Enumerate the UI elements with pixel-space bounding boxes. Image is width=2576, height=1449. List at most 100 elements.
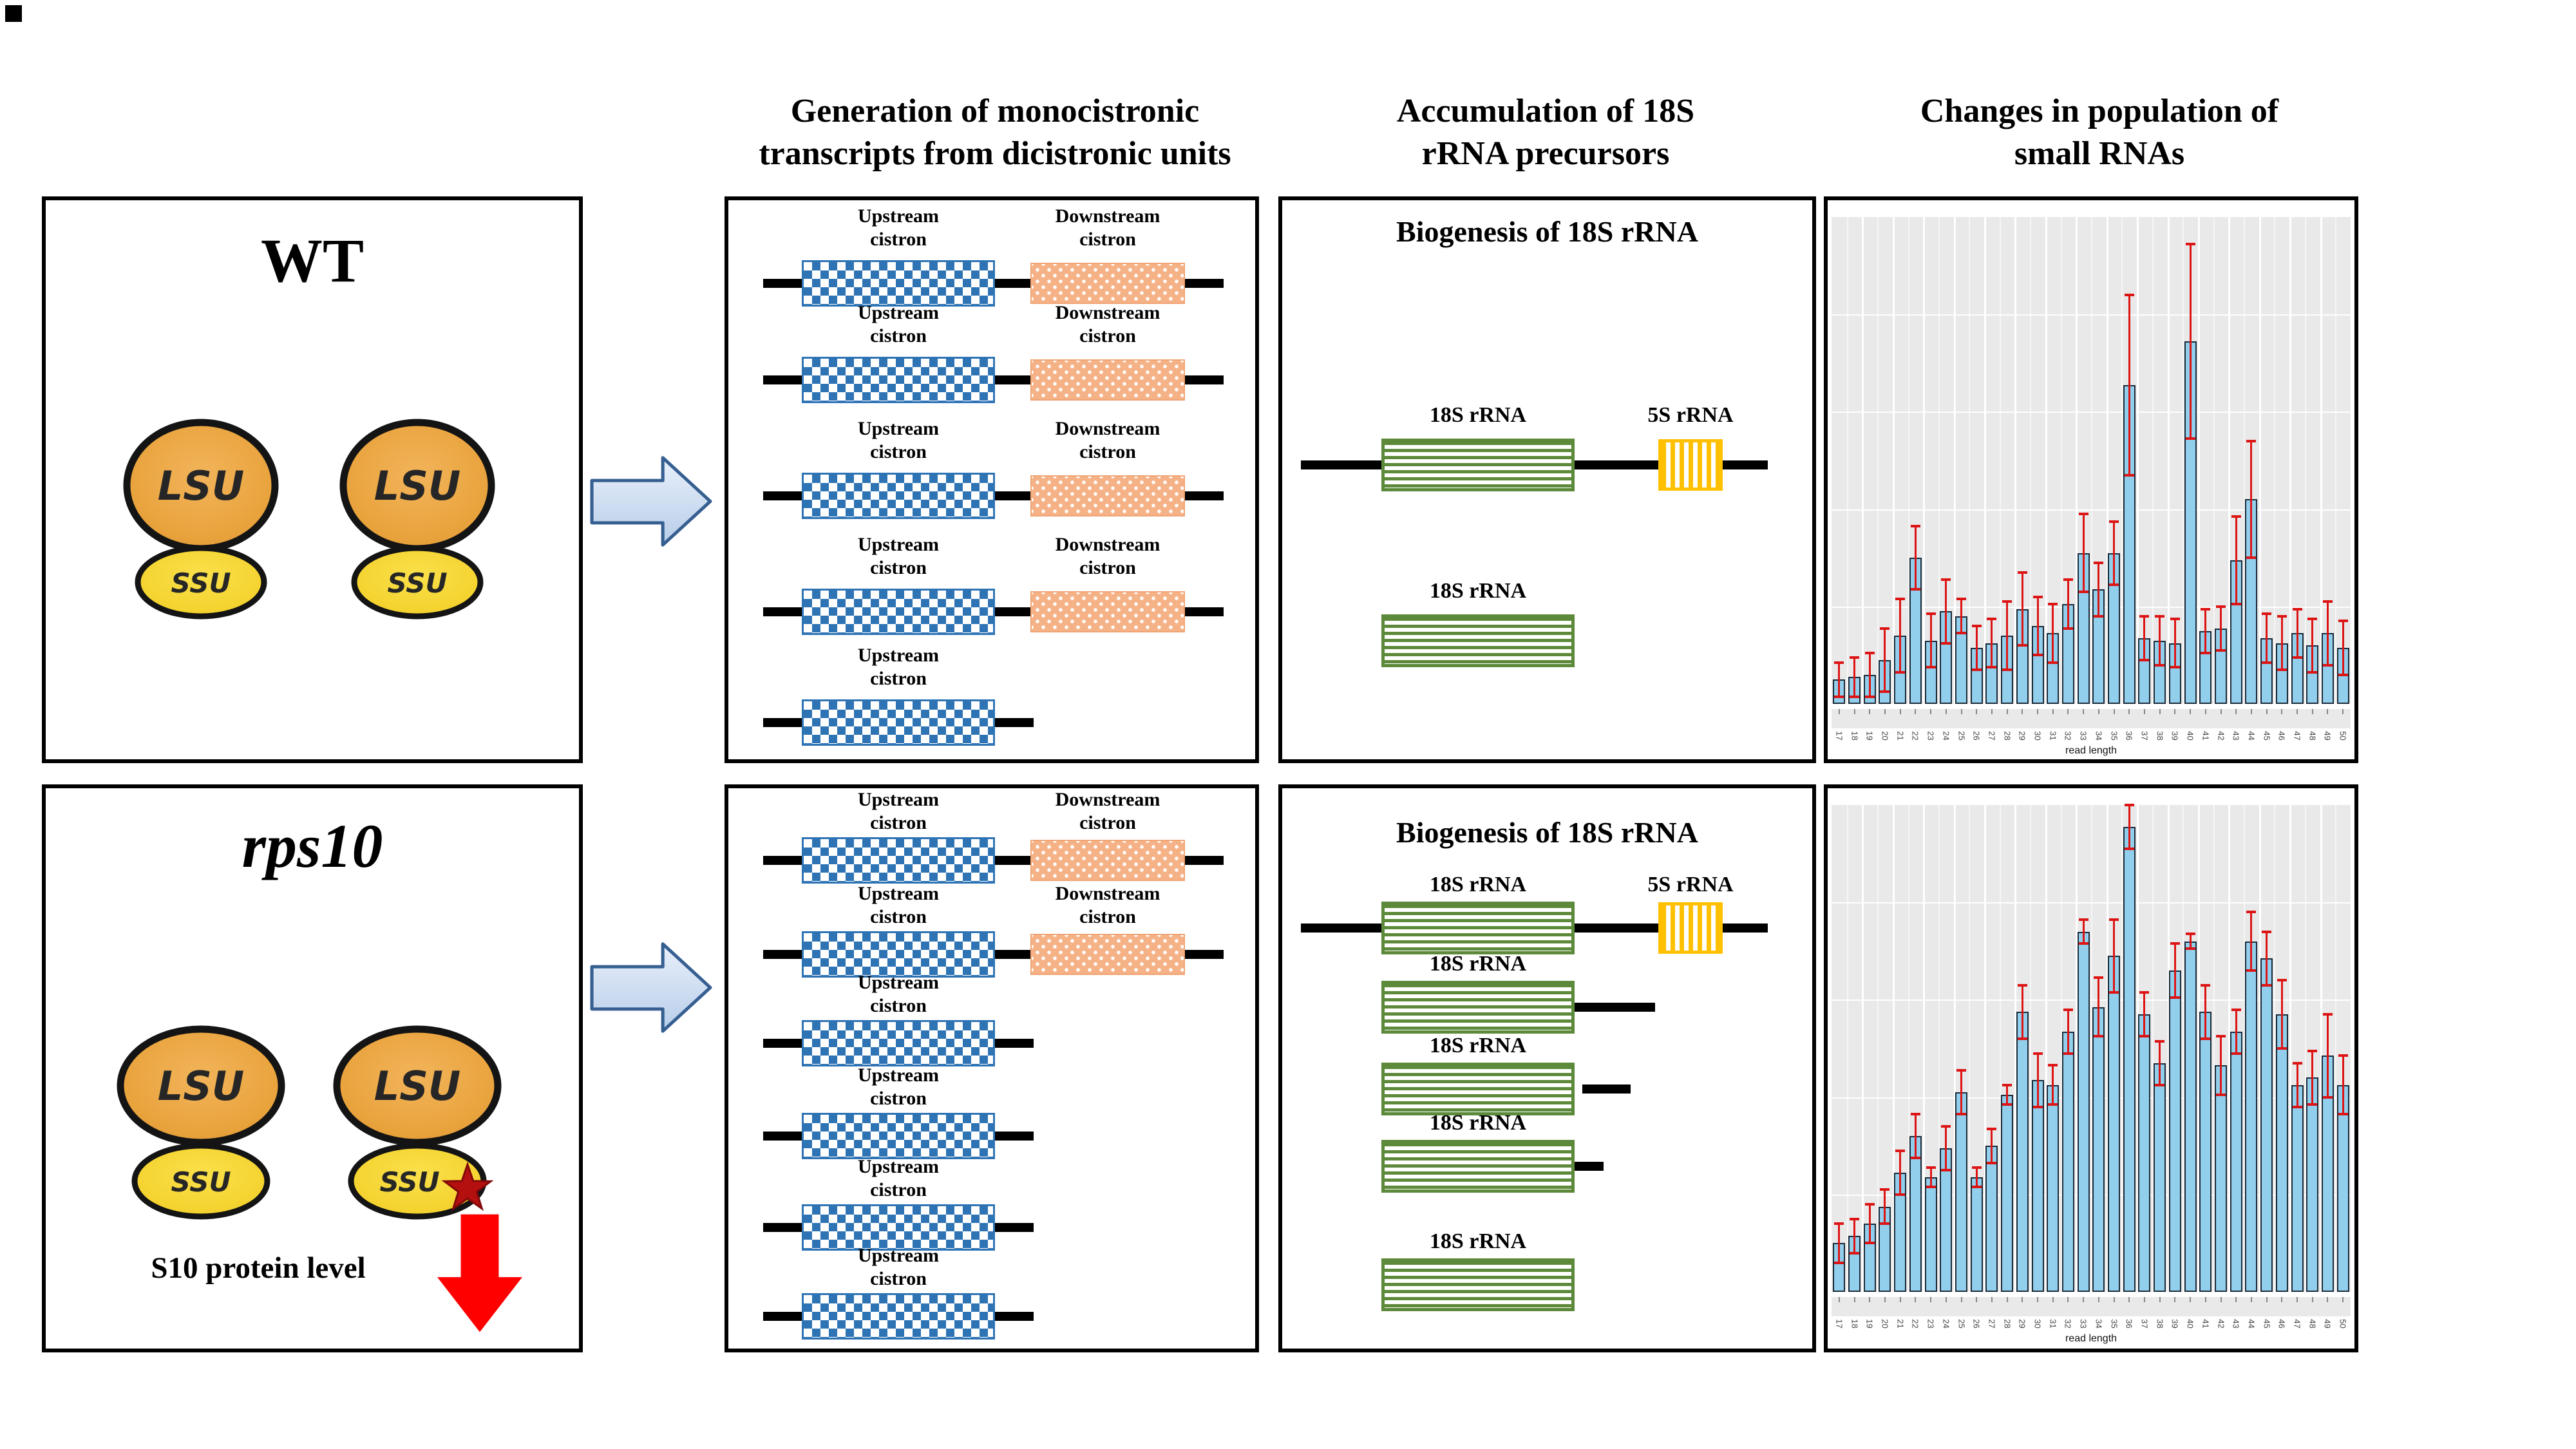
error-bar-cap bbox=[1864, 651, 1875, 654]
dna-line bbox=[763, 1312, 802, 1321]
gridline-v bbox=[2197, 805, 2200, 1292]
error-bar-cap bbox=[2201, 1037, 2211, 1040]
error-bar-cap bbox=[2185, 242, 2195, 245]
gridline-v bbox=[2076, 805, 2078, 1292]
x-tick-label: 32 bbox=[2063, 1319, 2073, 1329]
x-tick-label: 27 bbox=[1987, 731, 1997, 741]
axis-tick bbox=[1976, 1297, 1978, 1302]
gridline-v bbox=[1938, 805, 1940, 1292]
axis-tick bbox=[1869, 709, 1871, 714]
downstream-cistron-box bbox=[1030, 475, 1185, 516]
x-tick-label: 21 bbox=[1895, 1319, 1906, 1329]
bar bbox=[2168, 971, 2181, 1292]
x-axis-strip bbox=[1832, 709, 2351, 728]
error-bar bbox=[2143, 992, 2146, 1037]
x-tick-label: 22 bbox=[1910, 731, 1920, 741]
rrna-5s-box bbox=[1658, 902, 1723, 954]
error-bar-cap bbox=[2124, 473, 2134, 477]
error-bar-cap bbox=[2155, 663, 2165, 667]
axis-tick bbox=[1869, 1297, 1871, 1302]
dna-line bbox=[995, 718, 1034, 727]
error-bar bbox=[2174, 943, 2176, 998]
error-bar-cap bbox=[2139, 658, 2150, 661]
error-bar-cap bbox=[2063, 578, 2073, 582]
x-tick-label: 46 bbox=[2277, 731, 2287, 741]
gridline-v bbox=[1862, 217, 1864, 704]
error-bar-cap bbox=[2231, 603, 2241, 606]
error-bar-cap bbox=[1987, 617, 1997, 620]
error-bar-cap bbox=[2292, 1105, 2302, 1108]
axis-tick bbox=[2342, 709, 2344, 714]
gridline-v bbox=[2167, 217, 2170, 704]
gridline-v bbox=[2076, 217, 2078, 704]
error-bar-cap bbox=[2094, 976, 2104, 980]
axis-tick bbox=[1853, 709, 1855, 714]
ribosome-icon: LSU SSU bbox=[339, 419, 495, 620]
gridline-v bbox=[1877, 217, 1879, 704]
x-tick-label: 40 bbox=[2185, 1319, 2195, 1329]
error-bar-cap bbox=[2109, 583, 2119, 586]
bar bbox=[2001, 1094, 2014, 1292]
error-bar-cap bbox=[2231, 1052, 2241, 1055]
error-bar bbox=[1914, 1114, 1917, 1159]
error-bar bbox=[2052, 604, 2054, 663]
s10-protein-level-note: S10 protein level bbox=[151, 1251, 366, 1285]
ribosome-icon: LSU SSU bbox=[123, 419, 279, 620]
bar bbox=[2275, 1014, 2288, 1292]
svg-text:LSU: LSU bbox=[158, 462, 245, 509]
error-bar-cap bbox=[2246, 556, 2257, 560]
axis-tick bbox=[2327, 1297, 2329, 1302]
error-bar-cap bbox=[2094, 561, 2104, 564]
error-bar bbox=[2250, 440, 2253, 558]
error-bar-cap bbox=[1941, 1124, 1951, 1128]
error-bar bbox=[1914, 526, 1917, 590]
error-bar-cap bbox=[2124, 293, 2134, 296]
error-bar bbox=[2266, 614, 2268, 663]
upstream-cistron-box bbox=[802, 589, 995, 635]
header-line: Accumulation of 18S bbox=[1396, 93, 1695, 129]
x-tick-label: 24 bbox=[1941, 1319, 1951, 1329]
x-tick-label: 25 bbox=[1956, 731, 1966, 741]
dna-line bbox=[995, 375, 1030, 384]
error-bar-cap bbox=[1956, 1069, 1966, 1072]
x-tick-label: 37 bbox=[2139, 1319, 2150, 1329]
error-bar bbox=[2189, 934, 2192, 949]
error-bar-cap bbox=[2322, 1095, 2333, 1099]
error-bar-cap bbox=[2185, 437, 2195, 440]
dna-line bbox=[763, 856, 802, 865]
error-bar bbox=[1960, 599, 1962, 634]
axis-tick bbox=[1838, 709, 1840, 714]
error-bar bbox=[2342, 621, 2344, 675]
error-bar bbox=[2250, 912, 2253, 971]
error-bar-cap bbox=[1941, 578, 1951, 582]
error-bar-cap bbox=[2048, 1064, 2058, 1067]
gridline-v bbox=[1938, 217, 1940, 704]
error-bar bbox=[2006, 1084, 2009, 1104]
gridline-v bbox=[2106, 805, 2108, 1292]
rrna-5s-label: 5S rRNA bbox=[1647, 403, 1734, 427]
error-bar-cap bbox=[2338, 620, 2348, 623]
gridline-v bbox=[2060, 805, 2062, 1292]
x-tick-label: 31 bbox=[2048, 731, 2058, 741]
error-bar-cap bbox=[1910, 1113, 1920, 1116]
gridline-v bbox=[2304, 805, 2306, 1292]
dna-line bbox=[995, 950, 1030, 959]
error-bar bbox=[1884, 628, 1886, 692]
error-bar-cap bbox=[2307, 617, 2318, 620]
axis-tick bbox=[2281, 709, 2283, 714]
axis-tick bbox=[2113, 709, 2115, 714]
error-bar-cap bbox=[1910, 588, 1920, 591]
x-tick-label: 18 bbox=[1850, 1319, 1860, 1329]
dna-line bbox=[763, 1223, 802, 1232]
gridline-v bbox=[2106, 217, 2108, 704]
rrna-5s-box bbox=[1658, 439, 1723, 491]
axis-tick bbox=[1960, 709, 1962, 714]
gridline-v bbox=[2183, 805, 2184, 1292]
error-bar-cap bbox=[2002, 600, 2012, 603]
dna-line bbox=[763, 279, 802, 288]
axis-tick bbox=[2204, 1297, 2206, 1302]
x-tick-label: 33 bbox=[2078, 1319, 2088, 1329]
